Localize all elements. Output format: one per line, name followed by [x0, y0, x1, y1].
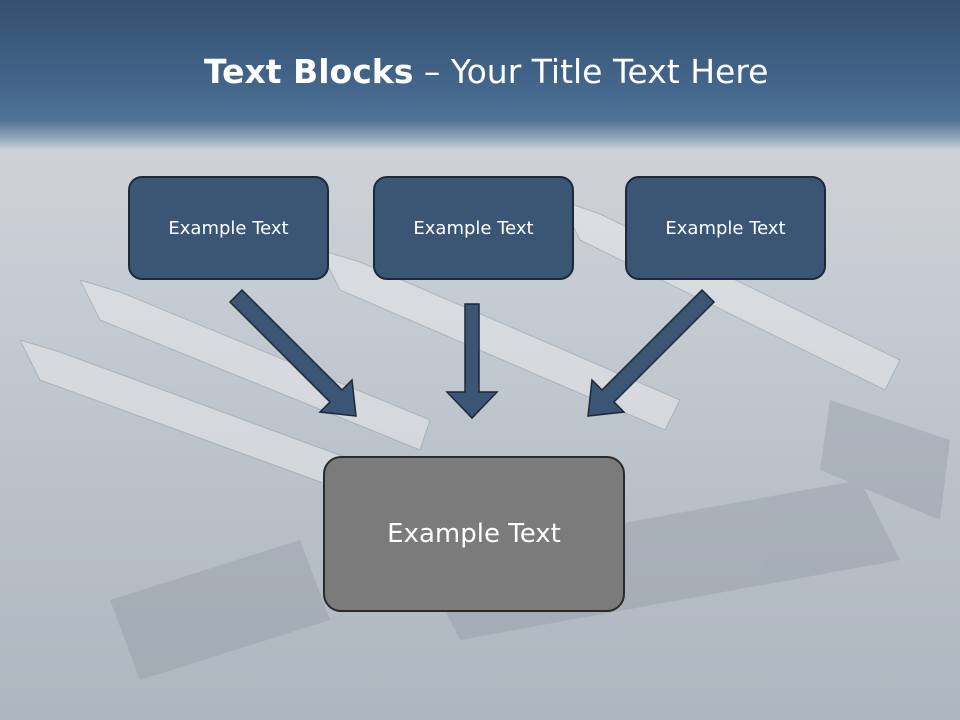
arrow-right-icon	[587, 288, 716, 417]
arrow-left-icon	[228, 288, 357, 417]
title-bar	[0, 0, 960, 150]
text-block-1[interactable]: Example Text	[128, 176, 329, 280]
slide-title: Text Blocks – Your Title Text Here	[204, 52, 768, 91]
arrow-down-icon	[445, 303, 499, 420]
center-text-block[interactable]: Example Text	[323, 456, 625, 612]
title-rest: – Your Title Text Here	[413, 52, 769, 91]
text-block-3[interactable]: Example Text	[625, 176, 826, 280]
title-bold: Text Blocks	[204, 52, 414, 91]
text-block-2[interactable]: Example Text	[373, 176, 574, 280]
